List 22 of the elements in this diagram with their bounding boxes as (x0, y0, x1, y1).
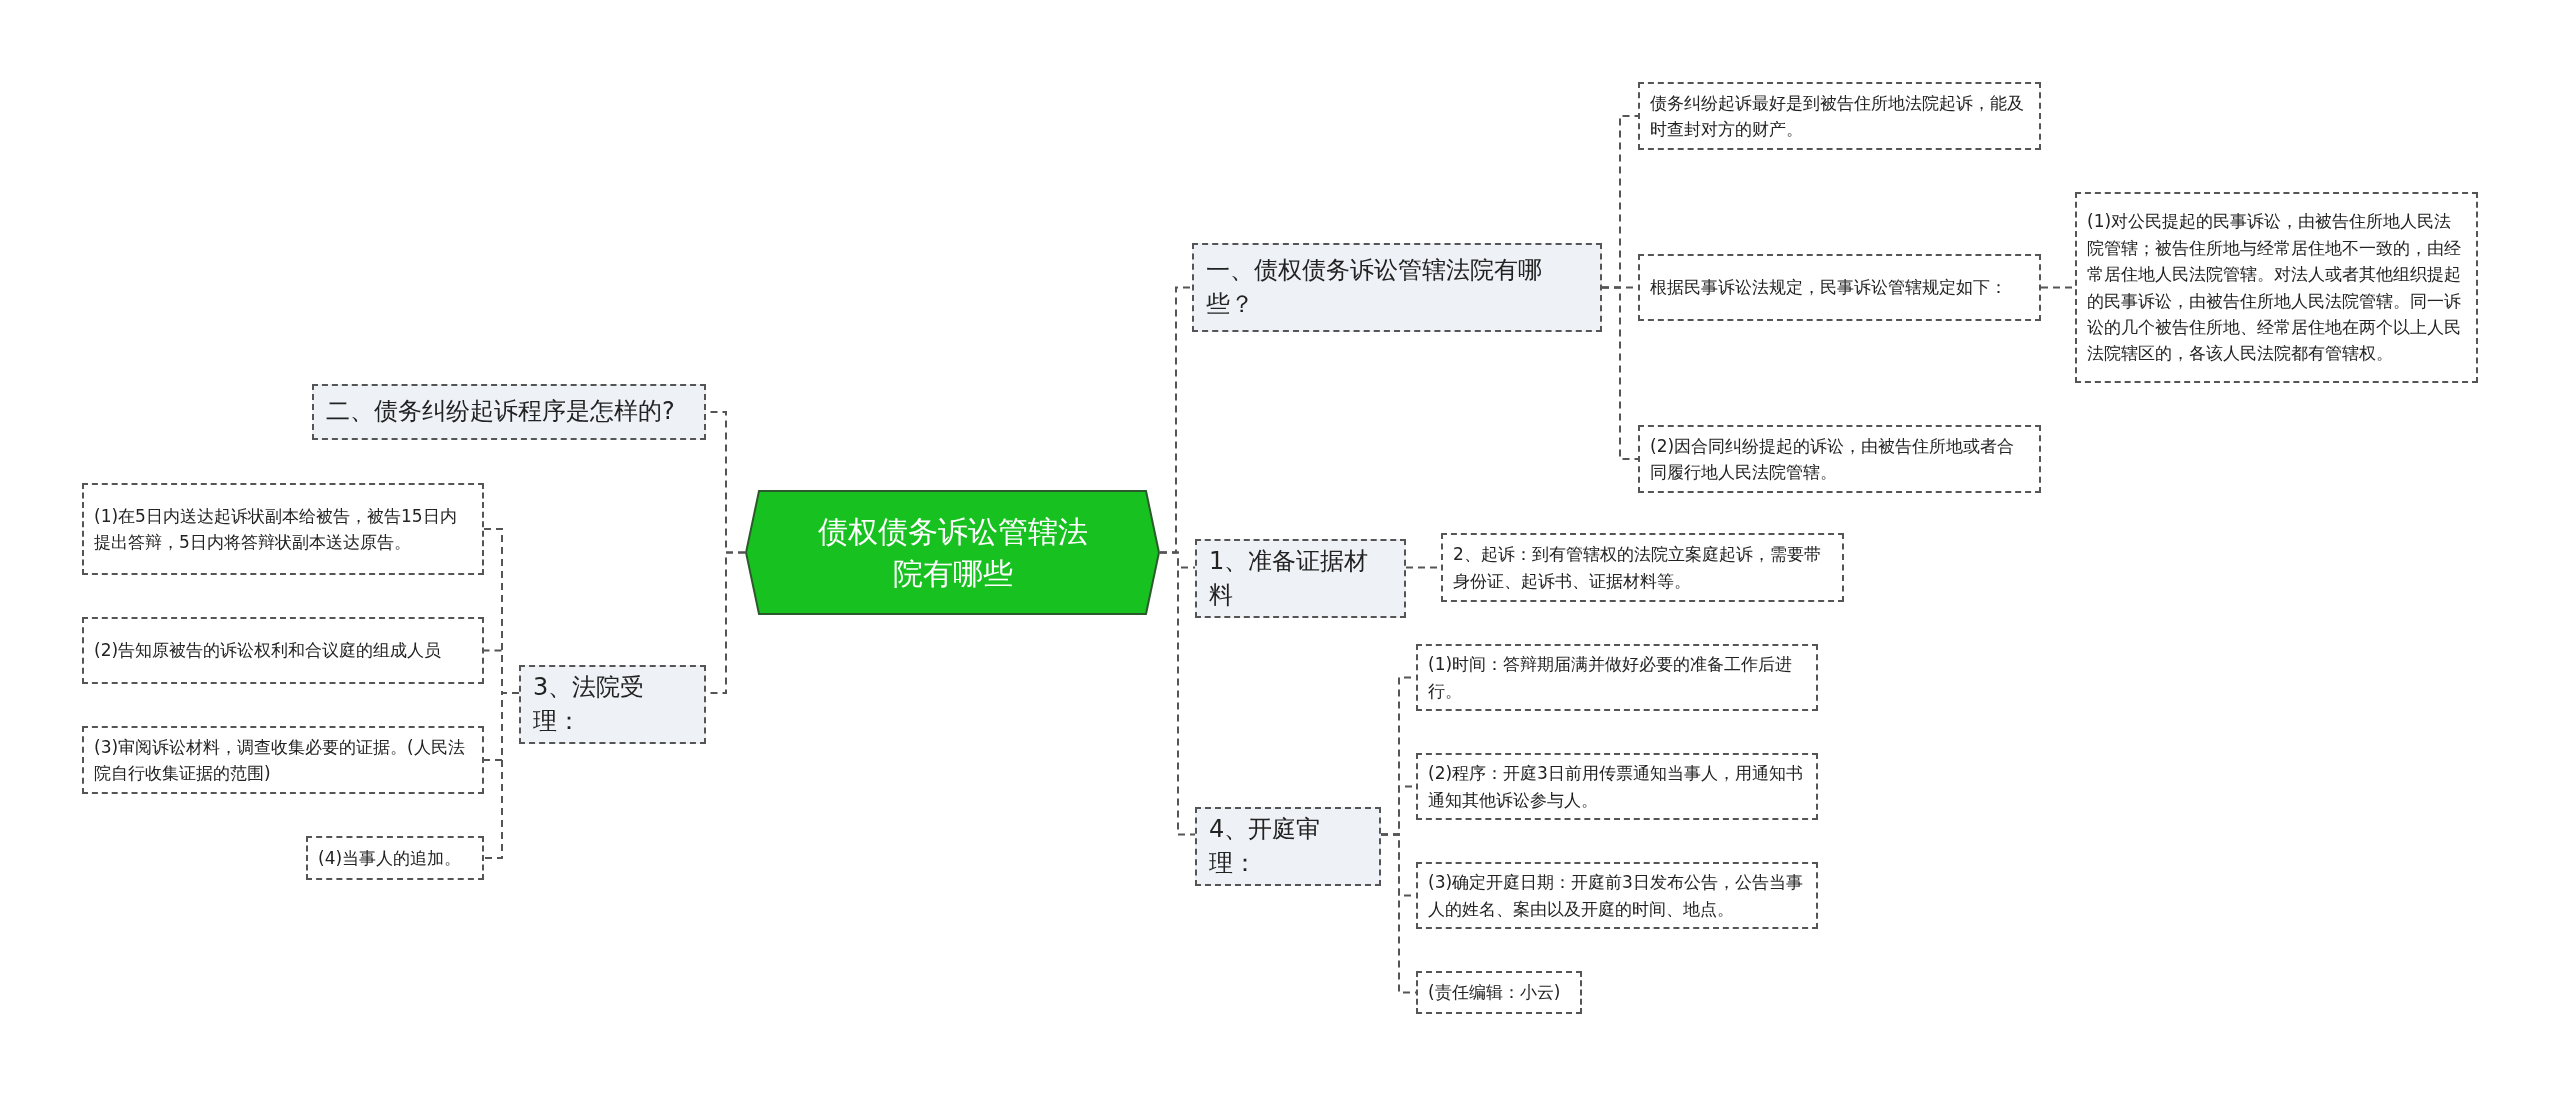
note-box: (2)程序：开庭3日前用传票通知当事人，用通知书通知其他诉讼参与人。 (1416, 753, 1818, 820)
connector-line (1601, 286, 1639, 460)
topic-box: 一、债权债务诉讼管辖法院有哪些？ (1192, 243, 1602, 332)
note-box: (2)因合同纠纷提起的诉讼，由被告住所地或者合同履行地人民法院管辖。 (1638, 425, 2041, 493)
topic-box: 3、法院受理： (519, 665, 706, 745)
note-box: (责任编辑：小云) (1416, 971, 1582, 1014)
connector-line (483, 692, 520, 859)
connector-line (1159, 551, 1196, 836)
note-box: 2、起诉：到有管辖权的法院立案庭起诉，需要带身份证、起诉书、证据材料等。 (1441, 533, 1844, 602)
topic-box: 4、开庭审理： (1195, 807, 1381, 887)
note-box: (3)审阅诉讼材料，调查收集必要的证据。(人民法院自行收集证据的范围) (82, 726, 484, 794)
note-box: (2)告知原被告的诉讼权利和合议庭的组成人员 (82, 617, 484, 684)
note-box: (1)对公民提起的民事诉讼，由被告住所地人民法院管辖；被告住所地与经常居住地不一致的，由经常居住地人民法院管辖。对法人或者其他组织提起的民事诉讼，由被告住所地人民法院管辖。同一诉讼的几个被告住所地、经常居住地在两个以上人民法院辖区的，各该人民法院都有管辖权。 (2075, 192, 2478, 383)
note-box: (3)确定开庭日期：开庭前3日发布公告，公告当事人的姓名、案由以及开庭的时间、地点。 (1416, 862, 1818, 929)
topic-box: 二、债务纠纷起诉程序是怎样的? (312, 384, 706, 440)
topic-box: 1、准备证据材料 (1195, 539, 1406, 619)
central-topic: 债权债务诉讼管辖法院有哪些 (745, 490, 1160, 615)
note-box: (1)时间：答辩期届满并做好必要的准备工作后进行。 (1416, 644, 1818, 711)
note-box: (4)当事人的追加。 (306, 836, 484, 880)
note-box: 根据民事诉讼法规定，民事诉讼管辖规定如下： (1638, 254, 2041, 321)
note-box: (1)在5日内送达起诉状副本给被告，被告15日内提出答辩，5日内将答辩状副本送达原告。 (82, 483, 484, 575)
note-box: 债务纠纷起诉最好是到被告住所地法院起诉，能及时查封对方的财产。 (1638, 82, 2041, 150)
